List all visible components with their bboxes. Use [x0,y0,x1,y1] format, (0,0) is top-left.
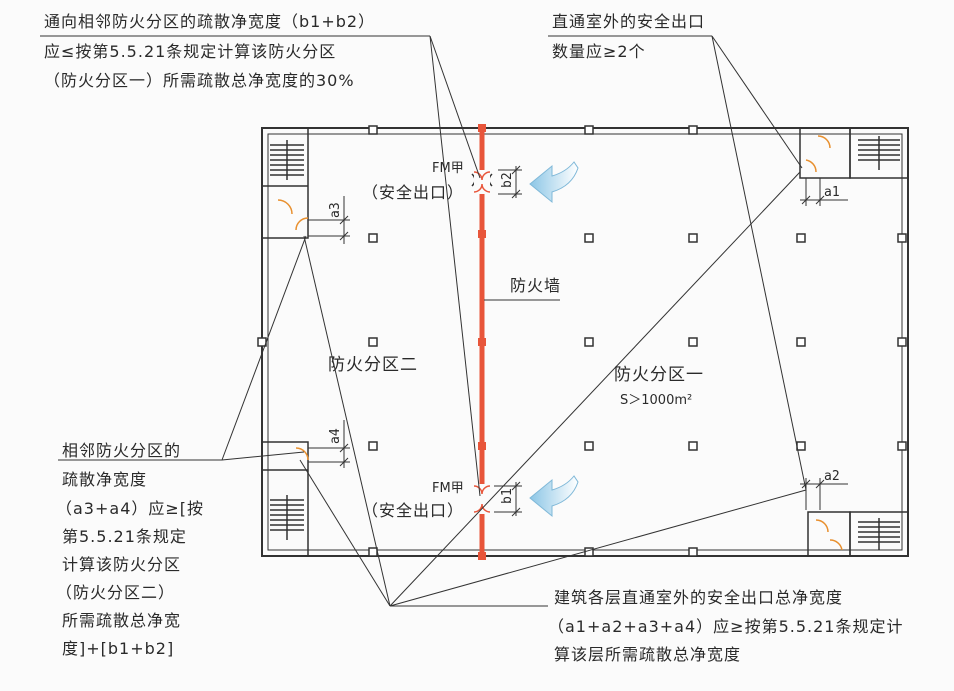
annotation-left-line-5: 计算该防火分区 [62,555,181,574]
arrow-top-icon [529,161,579,204]
leader-lines [40,35,807,607]
door-code-bottom: FM甲 [432,481,464,496]
dim-b1: b1 [500,488,515,504]
zone-one-label: 防火分区一 [614,365,704,385]
dim-a2: a2 [824,469,840,484]
column-grid [257,125,907,557]
annotation-top-right-line-1: 直通室外的安全出口 [552,12,705,31]
annotation-top-right-line-2: 数量应≥2个 [552,42,646,61]
annotation-left-line-2: 疏散净宽度 [62,470,147,489]
annotation-left-line-1: 相邻防火分区的 [62,441,181,460]
dim-a1: a1 [824,185,840,200]
annotation-top-left-line-3: （防火分区一）所需疏散总净宽度的30% [44,71,355,90]
stair-top-left [261,127,309,239]
stair-doors [277,135,843,551]
safe-exit-top: （安全出口） [362,183,464,202]
arrow-bottom-icon [529,475,579,518]
annotation-top-left-line-1: 通向相邻防火分区的疏散净宽度（b1+b2） [44,12,375,31]
stair-bottom-right [807,511,909,557]
annotation-left-line-6: （防火分区二） [56,583,175,602]
annotation-left-line-8: 度]+[b1+b2] [62,639,174,658]
evacuation-arrows [529,161,579,518]
dim-a3: a3 [328,202,343,218]
annotation-left-line-7: 所需疏散总净宽 [62,611,181,630]
stair-bottom-left [261,441,309,557]
fire-wall-label: 防火墙 [510,276,561,295]
zone-two-label: 防火分区二 [328,355,418,375]
fm-door-top [471,170,493,194]
dim-b2: b2 [500,172,515,188]
dim-a4: a4 [328,428,343,444]
annotation-bottom-line-2: （a1+a2+a3+a4）应≥按第5.5.21条规定计 [548,617,903,636]
annotation-left-line-3: （a3+a4）应≥[按 [56,499,204,518]
stair-top-right [799,127,909,179]
dimension-marks [308,165,848,517]
annotation-left-line-4: 第5.5.21条规定 [62,527,187,546]
annotation-bottom-line-1: 建筑各层直通室外的安全出口总净宽度 [554,588,843,607]
safe-exit-bottom: （安全出口） [362,501,464,520]
zone-one-area: S＞1000m² [620,393,692,408]
annotation-top-left-line-2: 应≤按第5.5.21条规定计算该防火分区 [44,42,336,61]
fm-door-bottom [473,484,491,514]
door-code-top: FM甲 [432,161,464,176]
annotation-bottom-line-3: 算该层所需疏散总净宽度 [554,645,741,664]
